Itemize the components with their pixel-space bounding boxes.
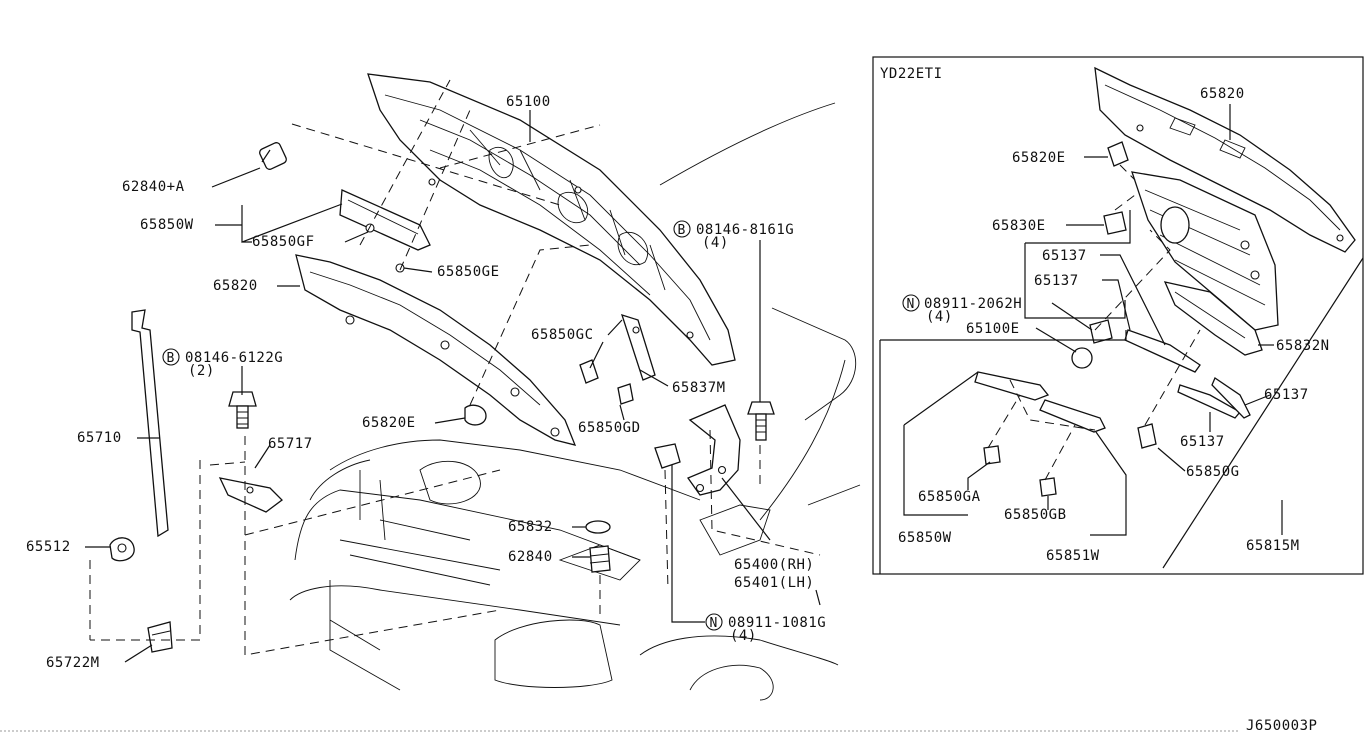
bolt-08146-8161G [747, 401, 775, 441]
engine-bay [289, 102, 861, 701]
label-65820: 65820 [213, 278, 258, 294]
leaders [85, 110, 821, 663]
label-62840-a: 62840+A [122, 179, 185, 195]
label-65850w: 65850W [140, 217, 194, 233]
inset-label-08911-2062h-qty: (4) [926, 309, 953, 325]
label-08911-1081g: 08911-1081G [728, 615, 826, 631]
label-65722m: 65722M [46, 655, 100, 671]
label-65850gf: 65850GF [252, 234, 315, 250]
clips [464, 359, 681, 469]
bolt-symbol-1: B [673, 220, 691, 238]
inset-label-65850ga: 65850GA [918, 489, 981, 505]
inset-label-65850w: 65850W [898, 530, 952, 546]
inset-label-08911-2062h: 08911-2062H [924, 296, 1022, 312]
label-65717: 65717 [268, 436, 313, 452]
label-65832: 65832 [508, 519, 553, 535]
bumper-62840 [589, 545, 611, 573]
bumper-rubber-a [259, 142, 287, 170]
rod-holder-bracket [218, 477, 283, 513]
pad-65832 [585, 520, 611, 534]
hood-seal-strips [339, 189, 431, 273]
inset-label-65820e: 65820E [1012, 150, 1066, 166]
label-65850gd: 65850GD [578, 420, 641, 436]
nut-symbol-inset: N [902, 294, 920, 312]
svg-text:B: B [678, 223, 686, 238]
inset-label-65830e: 65830E [992, 218, 1046, 234]
hood-bracket [620, 314, 656, 381]
label-08911-1081g-qty: (4) [730, 628, 757, 644]
label-08146-8161g: 08146-8161G [696, 222, 794, 238]
inset-label-65137-a: 65137 [1042, 248, 1087, 264]
svg-text:N: N [907, 297, 915, 312]
svg-text:N: N [710, 616, 718, 631]
label-08146-6122g-qty: (2) [188, 363, 215, 379]
label-65512: 65512 [26, 539, 71, 555]
rod-grommet [109, 537, 135, 562]
label-08146-6122g: 08146-6122G [185, 350, 283, 366]
label-65400-rh: 65400(RH) [734, 557, 814, 573]
label-65837m: 65837M [672, 380, 726, 396]
bolt-08146-6122G [228, 391, 257, 429]
hood-panel [367, 73, 736, 366]
label-08146-8161g-qty: (4) [702, 235, 729, 251]
svg-text:B: B [167, 351, 175, 366]
label-65100: 65100 [506, 94, 551, 110]
inset-title: YD22ETI [880, 66, 943, 82]
inset-label-65137-c: 65137 [1264, 387, 1309, 403]
hood-insulator [295, 254, 577, 446]
nut-symbol-1: N [705, 613, 723, 631]
label-65850ge: 65850GE [437, 264, 500, 280]
assembly-guides [89, 79, 821, 656]
hood-support-rod [131, 309, 169, 538]
inset-label-65137-d: 65137 [1180, 434, 1225, 450]
inset-label-65851w: 65851W [1046, 548, 1100, 564]
label-65710: 65710 [77, 430, 122, 446]
label-65401-lh: 65401(LH) [734, 575, 814, 591]
label-65820e: 65820E [362, 415, 416, 431]
label-62840: 62840 [508, 549, 553, 565]
hood-hinge [687, 404, 741, 496]
inset-label-65850gb: 65850GB [1004, 507, 1067, 523]
main-view: B B N 65100 62840+A 65850W 65850GF 65850… [26, 73, 861, 701]
label-65850gc: 65850GC [531, 327, 594, 343]
rod-clip [147, 621, 173, 653]
diagram-code: J650003P [1246, 718, 1317, 734]
inset-label-65832n: 65832N [1276, 338, 1330, 354]
inset-label-65850g: 65850G [1186, 464, 1240, 480]
inset-label-65100e: 65100E [966, 321, 1020, 337]
inset-label-65820: 65820 [1200, 86, 1245, 102]
inset-panel: YD22ETI [872, 56, 1364, 575]
bolt-symbol-2: B [162, 348, 180, 366]
inset-label-65815m: 65815M [1246, 538, 1300, 554]
inset-label-65137-b: 65137 [1034, 273, 1079, 289]
